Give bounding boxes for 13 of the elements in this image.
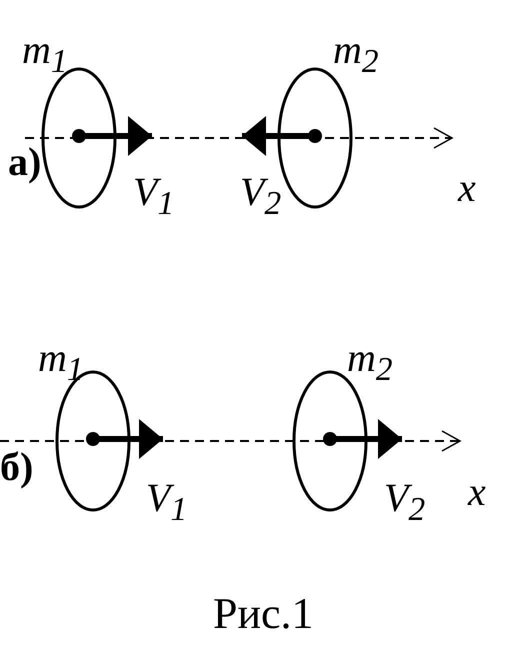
- figure-caption: Рис.1: [213, 592, 314, 636]
- mass-label: m$_{2}$: [347, 338, 393, 386]
- axis-label: x: [468, 472, 486, 512]
- panel-label: а): [8, 142, 42, 182]
- mass-label: m$_{2}$: [333, 30, 379, 78]
- mass-label: m$_{1}$: [22, 30, 68, 78]
- velocity-label: V$_{1}$: [146, 478, 188, 526]
- velocity-label: V$_{2}$: [240, 172, 282, 220]
- mass-label: m$_{1}$: [38, 338, 84, 386]
- panel-label: б): [0, 447, 34, 487]
- velocity-label: V$_{1}$: [133, 172, 174, 220]
- axis-label: x: [458, 168, 476, 208]
- velocity-label: V$_{2}$: [384, 478, 426, 526]
